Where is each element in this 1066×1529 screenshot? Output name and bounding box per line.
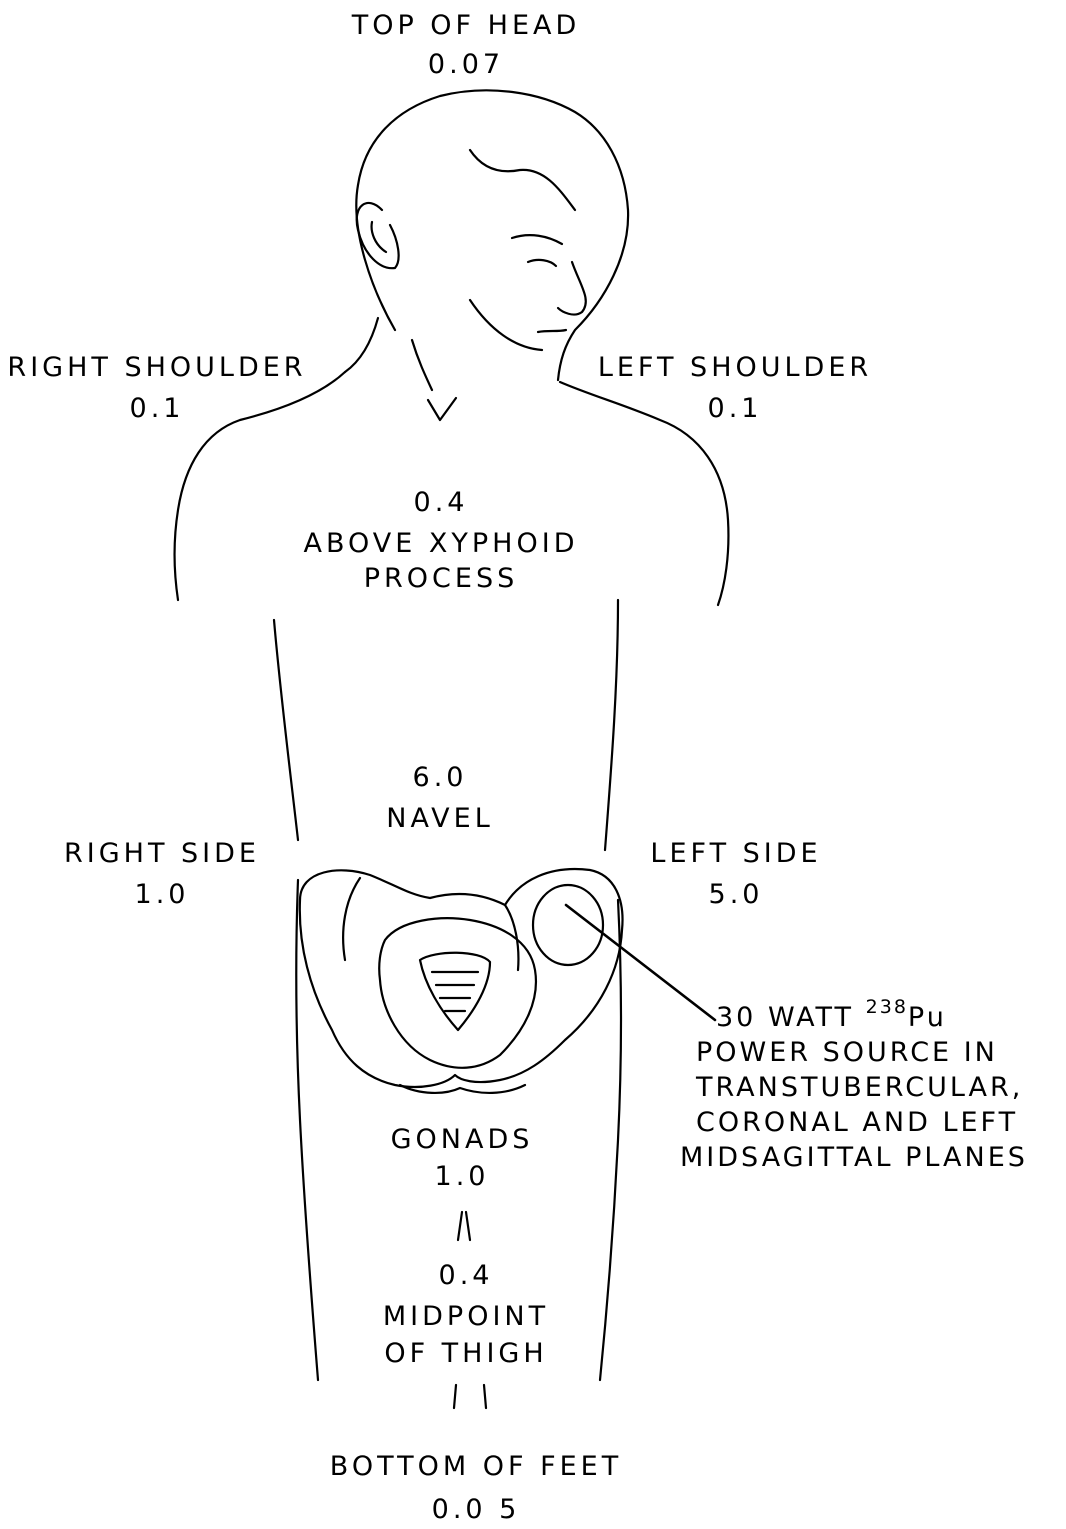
arm-left — [605, 600, 618, 850]
ear-inner — [372, 222, 386, 252]
label-left-shoulder-value: 0.1 — [598, 395, 872, 422]
label-navel-value: 6.0 — [386, 764, 494, 791]
eye — [528, 260, 556, 266]
neck-center — [412, 340, 432, 390]
power-source-line4: CORONAL AND LEFT — [680, 1109, 1028, 1136]
label-left-side: LEFT SIDE 5.0 — [650, 840, 821, 908]
label-thigh-value: 0.4 — [383, 1262, 549, 1289]
label-thigh-line2: OF THIGH — [383, 1340, 549, 1367]
label-top-of-head-name: TOP OF HEAD — [352, 12, 581, 39]
label-xyphoid: 0.4 ABOVE XYPHOID PROCESS — [304, 489, 579, 592]
eyebrow — [512, 235, 562, 244]
arm-right — [274, 620, 298, 840]
power-source-isotope-mass: 238 — [866, 996, 908, 1018]
inner-thigh-lower — [454, 1385, 486, 1408]
hairline — [470, 150, 575, 210]
power-source-line5-a: MIDSAGITTAL — [680, 1142, 894, 1173]
power-source-line1: 30 WATT 238Pu — [680, 1004, 1028, 1031]
power-source-line5: MIDSAGITTAL PLANES — [680, 1144, 1028, 1171]
power-source-line2: POWER SOURCE IN — [680, 1039, 1028, 1066]
label-left-shoulder: LEFT SHOULDER 0.1 — [598, 354, 872, 422]
neck-notch — [428, 398, 456, 420]
power-source-leader — [566, 905, 715, 1020]
pelvis-inner — [379, 918, 536, 1068]
label-right-shoulder: RIGHT SHOULDER 0.1 — [7, 354, 306, 422]
label-gonads: GONADS 1.0 — [391, 1126, 534, 1190]
ear — [357, 203, 399, 268]
leg-right-outline — [296, 880, 318, 1380]
label-right-side-name: RIGHT SIDE — [64, 840, 260, 867]
power-source-line5-b: PLANES — [905, 1142, 1028, 1173]
label-xyphoid-value: 0.4 — [304, 489, 579, 516]
label-bottom-of-feet-name: BOTTOM OF FEET — [330, 1453, 622, 1480]
label-left-side-name: LEFT SIDE — [650, 840, 821, 867]
jaw — [470, 300, 542, 350]
head-outline — [356, 90, 628, 380]
neck-left — [345, 318, 378, 372]
power-source-line3: TRANSTUBERCULAR, — [680, 1074, 1028, 1101]
power-source-prefix: 30 WATT — [716, 1002, 854, 1033]
label-right-shoulder-value: 0.1 — [7, 395, 306, 422]
label-navel: 6.0 NAVEL — [386, 764, 494, 832]
label-gonads-value: 1.0 — [391, 1163, 534, 1190]
power-source-isotope-symbol: Pu — [908, 1002, 947, 1033]
ilium-right — [343, 878, 360, 960]
inner-thigh-upper — [458, 1212, 470, 1240]
label-right-side-value: 1.0 — [64, 881, 260, 908]
label-xyphoid-line1: ABOVE XYPHOID — [304, 530, 579, 557]
label-top-of-head-value: 0.07 — [352, 51, 581, 78]
nose — [558, 262, 586, 315]
label-right-shoulder-name: RIGHT SHOULDER — [7, 354, 306, 381]
label-gonads-name: GONADS — [391, 1126, 534, 1153]
label-power-source: 30 WATT 238Pu POWER SOURCE IN TRANSTUBER… — [680, 1004, 1028, 1171]
label-navel-name: NAVEL — [386, 805, 494, 832]
label-left-side-value: 5.0 — [650, 881, 821, 908]
leg-left-outline — [600, 900, 621, 1380]
ilium-left — [505, 905, 518, 970]
label-bottom-of-feet: BOTTOM OF FEET 0.0 5 — [330, 1453, 622, 1523]
label-bottom-of-feet-value: 0.0 5 — [330, 1496, 622, 1523]
label-xyphoid-line2: PROCESS — [304, 565, 579, 592]
label-thigh: 0.4 MIDPOINT OF THIGH — [383, 1262, 549, 1367]
label-left-shoulder-name: LEFT SHOULDER — [598, 354, 872, 381]
label-right-side: RIGHT SIDE 1.0 — [64, 840, 260, 908]
mouth — [538, 330, 566, 332]
sacrum — [420, 953, 490, 1030]
label-top-of-head: TOP OF HEAD 0.07 — [352, 12, 581, 78]
label-thigh-line1: MIDPOINT — [383, 1303, 549, 1330]
